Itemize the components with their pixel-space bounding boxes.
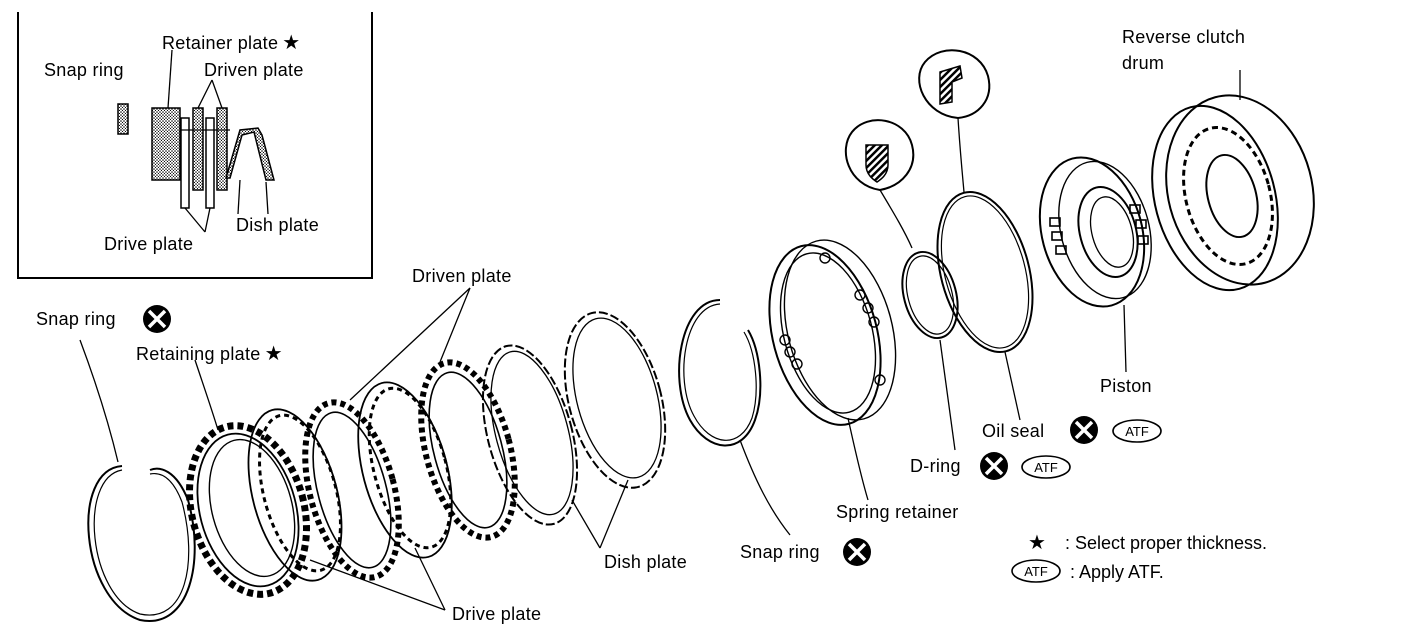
grease-callout-b	[918, 49, 991, 120]
inset-retainer-plate-shape	[151, 107, 181, 181]
atf-symbol: ATF	[1021, 455, 1071, 479]
replace-part-icon	[843, 538, 871, 566]
d-ring-shape	[879, 189, 959, 451]
piston-shape	[1038, 156, 1152, 373]
legend-star-row: ★ : Select proper thickness.	[1028, 532, 1267, 554]
label-retaining-plate: Retaining plate★	[136, 343, 283, 366]
atf-text: ATF	[1024, 564, 1048, 579]
inset-driven-plate-1	[192, 107, 204, 191]
clutch-plate-stack	[247, 287, 518, 611]
inset-cross-section	[117, 49, 275, 233]
label-snap-ring-mid: Snap ring	[740, 542, 820, 562]
snap-ring-mid-shape	[678, 299, 791, 536]
inset-label-retainer-plate: Retainer plate★	[162, 32, 301, 55]
label-oil-seal: Oil seal	[982, 421, 1045, 441]
label-dish-plate: Dish plate	[604, 552, 688, 572]
inset-label-snap-ring: Snap ring	[44, 60, 124, 80]
label-driven-plate: Driven plate	[412, 266, 512, 286]
inset-drive-plate-1	[180, 117, 190, 209]
replace-part-icon	[1070, 416, 1098, 444]
label-snap-ring-left: Snap ring	[36, 309, 116, 329]
inset-dish-plate	[225, 127, 275, 181]
label-d-ring: D-ring	[910, 456, 961, 476]
dish-plates-shape	[481, 311, 667, 549]
replace-part-icon	[143, 305, 171, 333]
inset-label-driven-plate: Driven plate	[204, 60, 304, 80]
inset-drive-plate-2	[205, 117, 215, 209]
retaining-plate-shape	[186, 359, 310, 598]
inset-snap-ring-shape	[117, 103, 129, 135]
grease-callout-a	[844, 119, 915, 192]
snap-ring-left-shape	[79, 339, 196, 622]
replace-part-icon	[980, 452, 1008, 480]
atf-symbol: ATF	[1112, 419, 1162, 443]
atf-legend-symbol: ATF	[1011, 559, 1061, 583]
star-icon: ★	[282, 32, 301, 55]
label-spring-retainer: Spring retainer	[836, 502, 959, 522]
grease-type-a-icon	[865, 144, 889, 183]
grease-type-b-icon	[939, 65, 963, 105]
atf-text: ATF	[1034, 460, 1058, 475]
legend-atf-row: : Apply ATF.	[1070, 561, 1164, 583]
oil-seal-shape	[936, 117, 1034, 421]
inset-label-drive-plate: Drive plate	[104, 234, 194, 254]
label-reverse-clutch-drum: Reverse clutch drum	[1122, 27, 1246, 73]
inset-label-dish-plate: Dish plate	[236, 215, 320, 235]
star-icon: ★	[264, 343, 283, 366]
reverse-clutch-drum-shape	[1151, 70, 1315, 292]
inset-frame	[17, 12, 373, 279]
label-drive-plate: Drive plate	[452, 604, 542, 624]
legend-atf-text: : Apply ATF.	[1070, 562, 1164, 582]
atf-text: ATF	[1125, 424, 1149, 439]
star-icon: ★	[1028, 532, 1046, 554]
legend-star-text: : Select proper thickness.	[1064, 533, 1268, 553]
spring-retainer-shape	[768, 239, 897, 501]
label-piston: Piston	[1100, 376, 1152, 396]
